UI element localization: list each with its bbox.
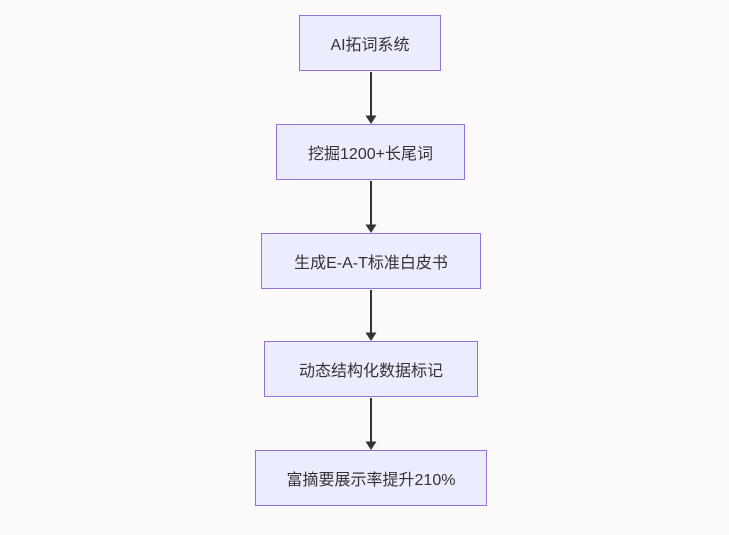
- arrow-3-whitepaper-to-structured-data: [365, 290, 377, 341]
- node-label: AI拓词系统: [330, 37, 410, 54]
- flowchart-node-rich-snippet-rate: 富摘要展示率提升210%: [255, 450, 487, 506]
- node-label: 富摘要展示率提升210%: [286, 472, 456, 489]
- flowchart-node-structured-data-markup: 动态结构化数据标记: [264, 341, 478, 397]
- arrow-1-ai-to-keywords: [365, 72, 377, 124]
- node-label: 动态结构化数据标记: [298, 363, 443, 380]
- flowchart-node-eat-whitepaper: 生成E-A-T标准白皮书: [261, 233, 481, 289]
- arrow-4-structured-data-to-rich-snippet: [365, 398, 377, 450]
- flowchart-node-ai-keyword-system: AI拓词系统: [299, 15, 441, 71]
- node-label: 挖掘1200+长尾词: [308, 146, 433, 163]
- flowchart-node-longtail-keywords: 挖掘1200+长尾词: [276, 124, 465, 180]
- arrow-2-keywords-to-whitepaper: [365, 181, 377, 233]
- node-label: 生成E-A-T标准白皮书: [294, 255, 448, 272]
